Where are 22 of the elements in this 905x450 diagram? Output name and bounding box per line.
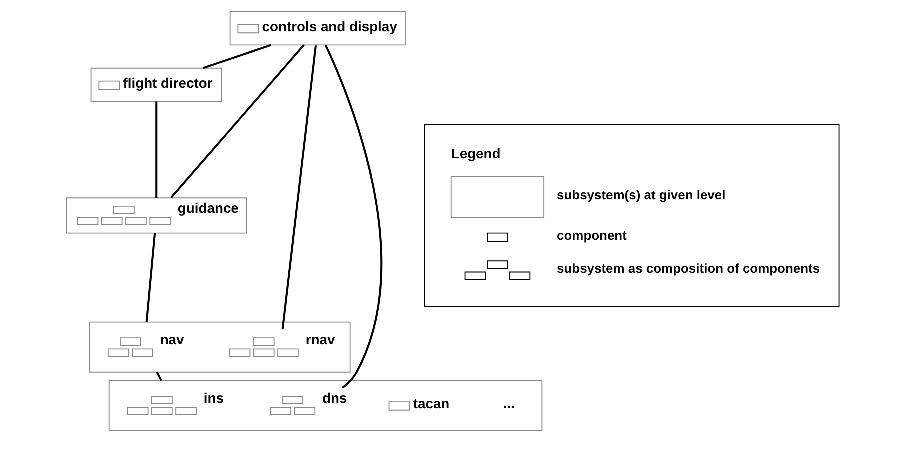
- connector: [145, 233, 156, 322]
- node-label: tacan: [412, 396, 450, 412]
- connector: [156, 372, 162, 382]
- connector: [281, 45, 317, 330]
- connector: [170, 44, 304, 199]
- node-box: [388, 402, 410, 411]
- node-label: rnav: [305, 332, 335, 348]
- node-box: flight director: [90, 68, 222, 102]
- label: ...: [502, 395, 514, 412]
- connector: [155, 102, 158, 198]
- legend-label: subsystem(s) at given level: [556, 188, 726, 203]
- node-box: controls and display: [229, 11, 406, 46]
- node-label: ins: [203, 390, 224, 406]
- node-label: nav: [160, 332, 184, 348]
- cluster: [88, 322, 350, 373]
- node-box: guidance: [66, 198, 246, 234]
- legend-label: component: [556, 228, 626, 244]
- cluster: [108, 380, 542, 432]
- label: Legend: [450, 145, 500, 162]
- legend-label: subsystem as composition of components: [556, 260, 820, 276]
- connector: [202, 44, 272, 70]
- node-label: dns: [322, 390, 347, 406]
